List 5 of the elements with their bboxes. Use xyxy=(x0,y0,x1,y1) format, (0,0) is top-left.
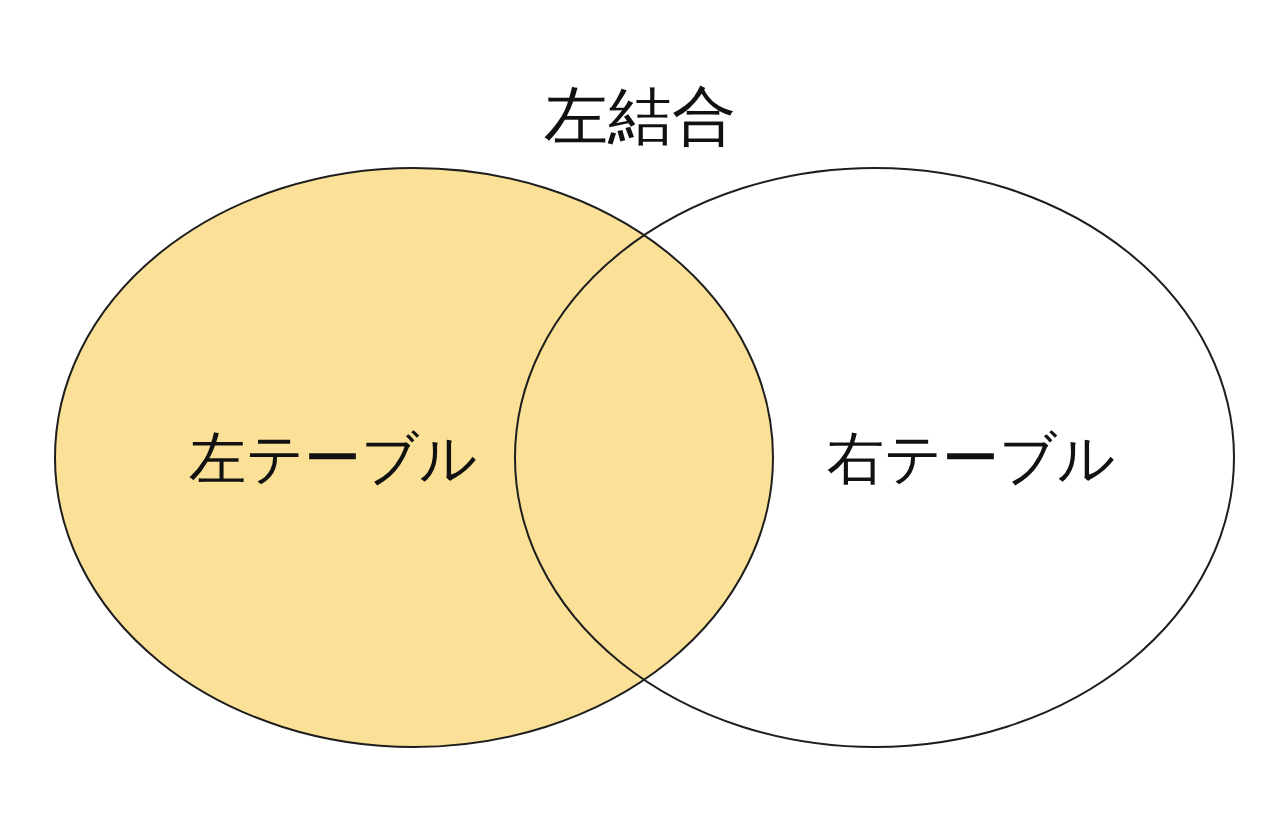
title: 左結合 xyxy=(544,80,736,152)
set-label: 左テーブル xyxy=(189,426,477,490)
venn-ellipse xyxy=(514,167,1235,748)
set-label: 右テーブル xyxy=(827,426,1115,490)
venn-ellipse xyxy=(54,167,774,748)
